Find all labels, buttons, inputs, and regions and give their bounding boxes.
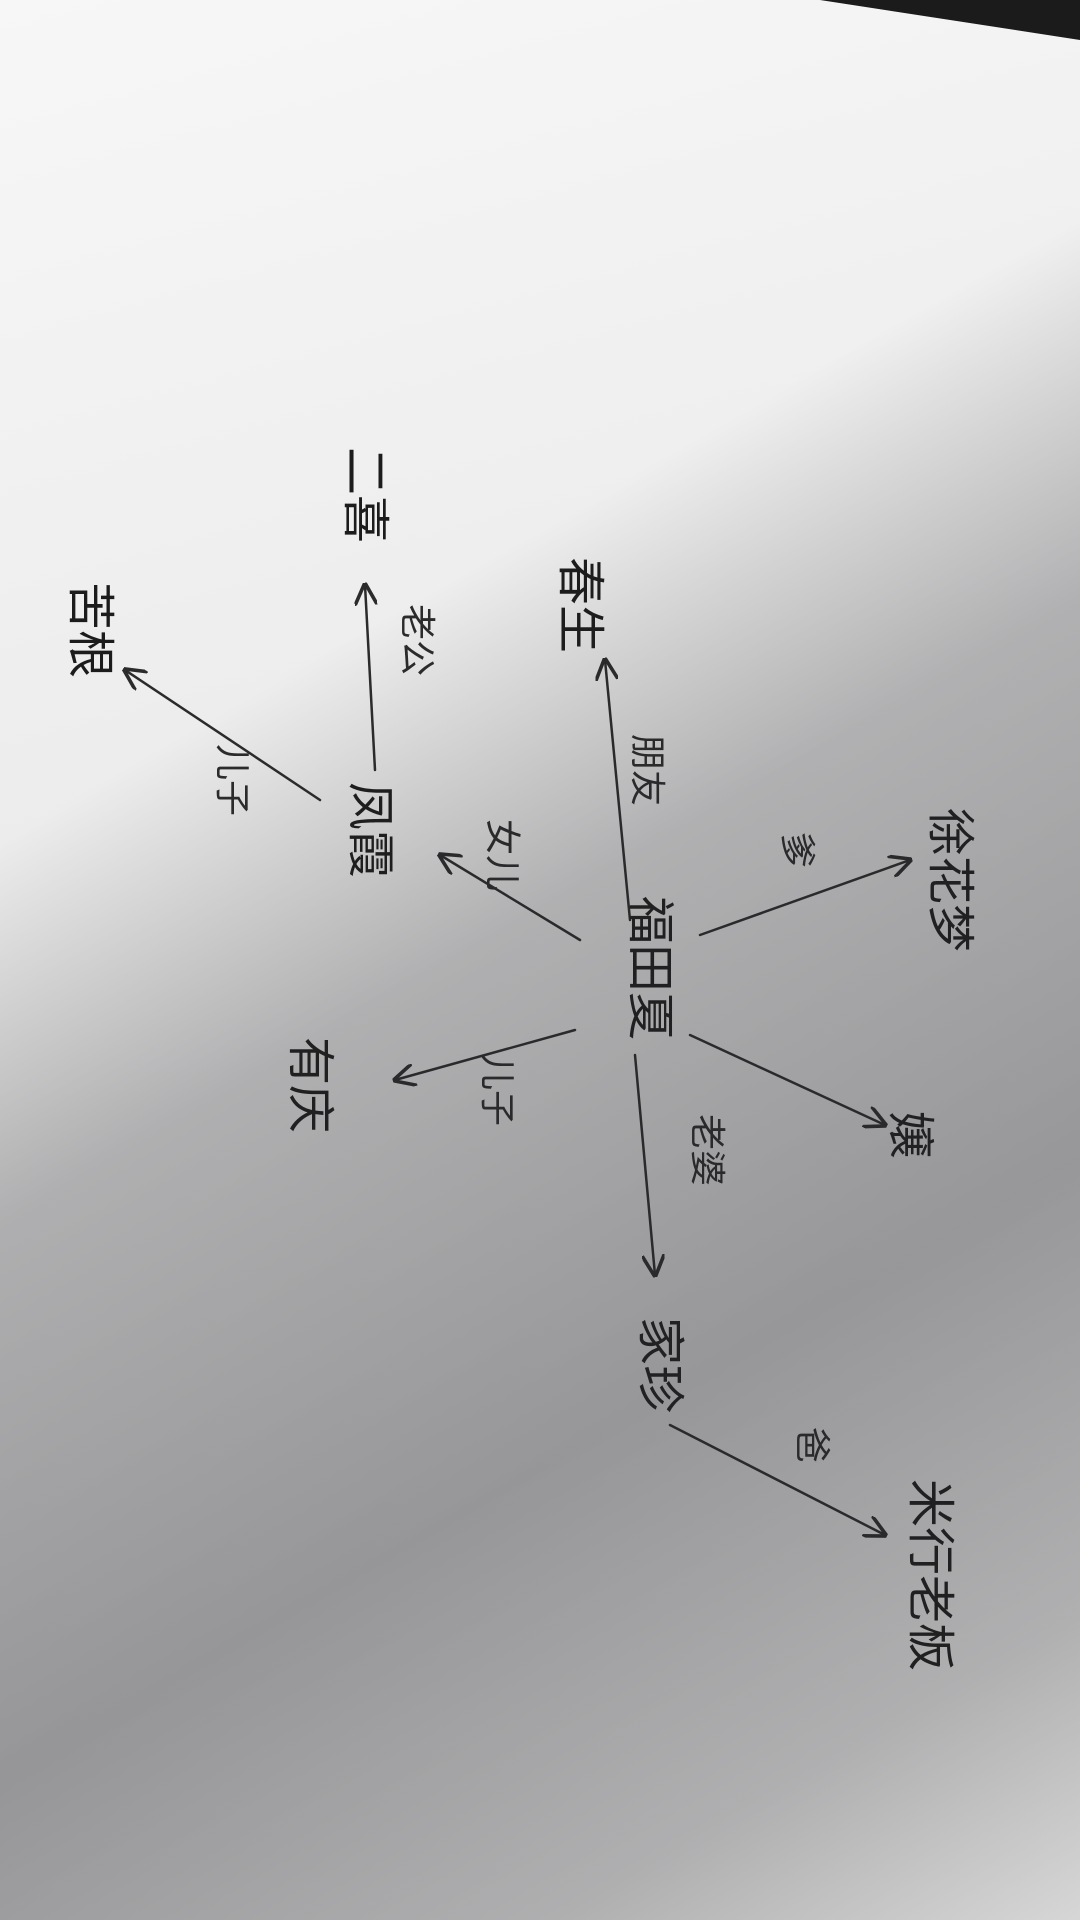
edge-center-n3: [633, 1053, 655, 1275]
edge-label-center-n6: 女儿: [481, 818, 522, 892]
edge-label-n6-n8: 老公: [396, 603, 437, 677]
edge-label-center-n1: 爹: [776, 831, 817, 869]
node-n4: 米行老板: [902, 1478, 958, 1672]
background-corner: [820, 0, 1080, 40]
edge-label-n3-n4: 爸: [791, 1426, 832, 1464]
edge-label-center-n5: 儿子: [476, 1053, 517, 1127]
edge-center-n6: [440, 855, 582, 942]
edge-center-n7: [605, 660, 632, 922]
edge-n6-n9: [125, 670, 322, 802]
node-n5: 有庆: [282, 1036, 338, 1134]
node-n3: 家珍: [632, 1316, 688, 1414]
node-n2: 嬢: [882, 1110, 938, 1160]
edge-center-n2: [688, 1033, 885, 1125]
node-n7: 春生: [552, 556, 608, 654]
edge-center-n5: [395, 1028, 577, 1080]
edge-label-center-n7: 朋友: [626, 733, 667, 807]
edge-center-n1: [698, 860, 910, 937]
edge-label-n6-n9: 儿子: [211, 743, 252, 817]
node-n6: 凤霞: [342, 781, 398, 879]
node-n1: 徐花梦: [922, 807, 978, 953]
edge-label-center-n3: 老婆: [686, 1113, 727, 1187]
node-n8: 二喜: [337, 446, 393, 544]
node-n9: 苦根: [62, 581, 118, 679]
edge-n3-n4: [668, 1423, 885, 1535]
node-center: 福田夏: [622, 895, 678, 1041]
edge-n6-n8: [365, 585, 375, 772]
